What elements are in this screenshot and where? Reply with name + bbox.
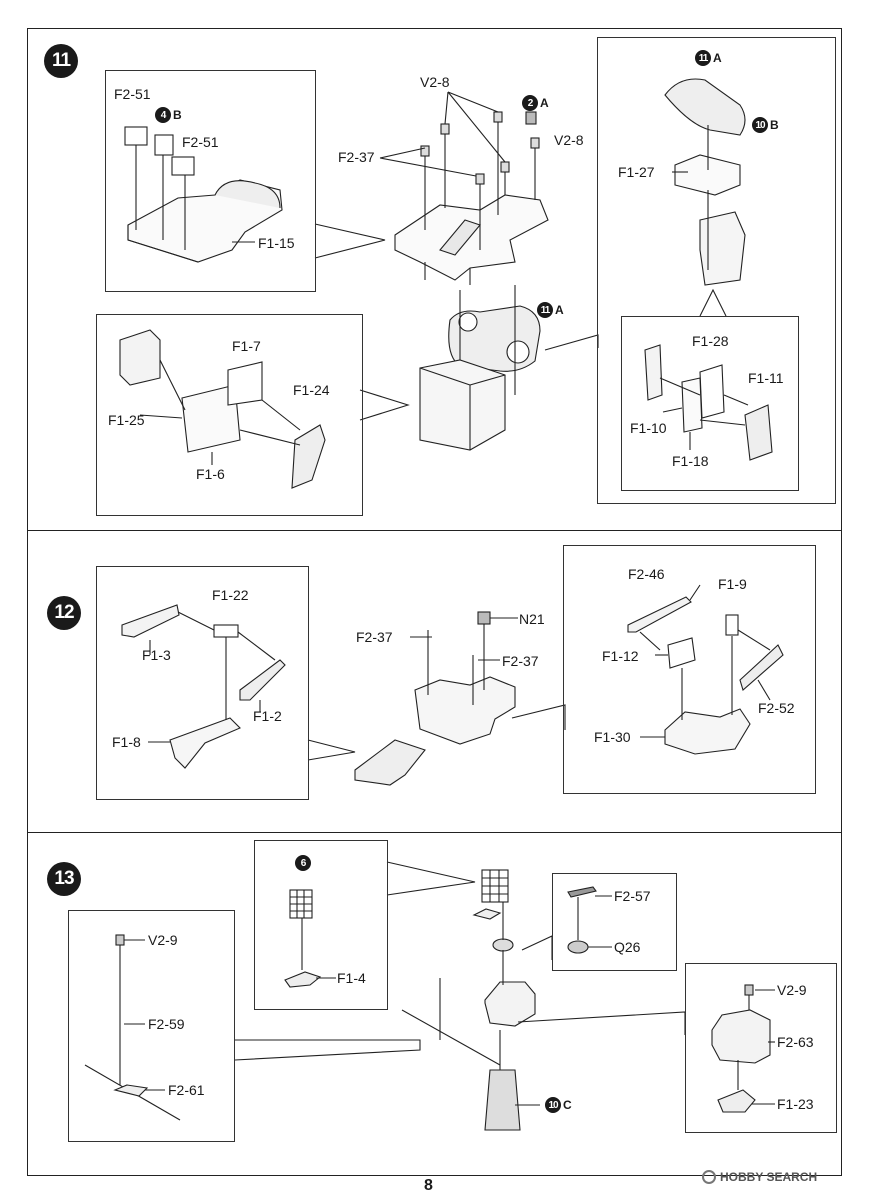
detail-inset-f1-15 (105, 70, 316, 292)
part-label-f1-3: F1-3 (142, 647, 171, 663)
detail-inset-director (685, 963, 837, 1133)
page-number: 8 (424, 1177, 433, 1194)
detail-inset-sub-11a (597, 37, 836, 504)
part-label-f1-6: F1-6 (196, 466, 225, 482)
part-label-v2-9: V2-9 (777, 982, 807, 998)
part-label-f1-9: F1-9 (718, 576, 747, 592)
page-frame (27, 28, 842, 1176)
detail-inset-hull (96, 314, 363, 516)
part-label-f1-4: F1-4 (337, 970, 366, 986)
part-label-f1-30: F1-30 (594, 729, 631, 745)
part-label-f1-11: F1-11 (748, 370, 784, 386)
step-number-badge: 13 (47, 862, 81, 896)
f1-15-part (124, 126, 283, 263)
part-label-f2-59: F2-59 (148, 1016, 185, 1032)
part-label-f1-7: F1-7 (232, 338, 261, 354)
part-label-f2-61: F2-61 (168, 1082, 205, 1098)
part-label-v2-8: V2-8 (554, 132, 584, 148)
step-reference-6: 6 (295, 855, 311, 871)
detail-inset-bridge (621, 316, 799, 491)
part-label-f1-10: F1-10 (630, 420, 667, 436)
part-label-f1-18: F1-18 (672, 453, 709, 469)
part-label-f1-24: F1-24 (293, 382, 330, 398)
step-number-badge: 11 (44, 44, 78, 78)
part-label-f1-12: F1-12 (602, 648, 639, 664)
part-label-f1-27: F1-27 (618, 164, 655, 180)
part-label-f2-51: F2-51 (182, 134, 219, 150)
step-number-badge: 12 (47, 596, 81, 630)
detail-inset-searchlight (552, 873, 677, 971)
hull-box-part (419, 359, 506, 451)
part-label-v2-8: V2-8 (420, 74, 450, 90)
part-label-f2-37: F2-37 (338, 149, 375, 165)
detail-inset-yard (68, 910, 235, 1142)
part-label-f2-52: F2-52 (758, 700, 795, 716)
part-label-f2-37: F2-37 (502, 653, 539, 669)
part-label-f2-63: F2-63 (777, 1034, 814, 1050)
hobby-search-logo-icon (702, 1170, 716, 1184)
step-divider (27, 832, 842, 833)
part-label-f1-2: F1-2 (253, 708, 282, 724)
part-label-f1-15: F1-15 (258, 235, 295, 251)
detail-inset-deck (96, 566, 309, 800)
part-label-f1-22: F1-22 (212, 587, 249, 603)
part-label-q26: Q26 (614, 939, 641, 955)
step-divider (27, 530, 842, 531)
part-label-f2-57: F2-57 (614, 888, 651, 904)
detail-inset-superstructure (563, 545, 816, 794)
part-label-f1-28: F1-28 (692, 333, 729, 349)
watermark: HOBBY SEARCH (702, 1170, 817, 1184)
part-label-f1-23: F1-23 (777, 1096, 814, 1112)
main-deck-part (394, 194, 549, 285)
part-label-v2-9: V2-9 (148, 932, 178, 948)
part-label-f2-37: F2-37 (356, 629, 393, 645)
part-label-f1-25: F1-25 (108, 412, 145, 428)
detail-inset-radar (254, 840, 388, 1010)
part-label-n21: N21 (519, 611, 545, 627)
part-label-f2-46: F2-46 (628, 566, 665, 582)
part-label-f1-8: F1-8 (112, 734, 141, 750)
part-label-f2-51: F2-51 (114, 86, 151, 102)
sub-11a-part (448, 305, 541, 372)
